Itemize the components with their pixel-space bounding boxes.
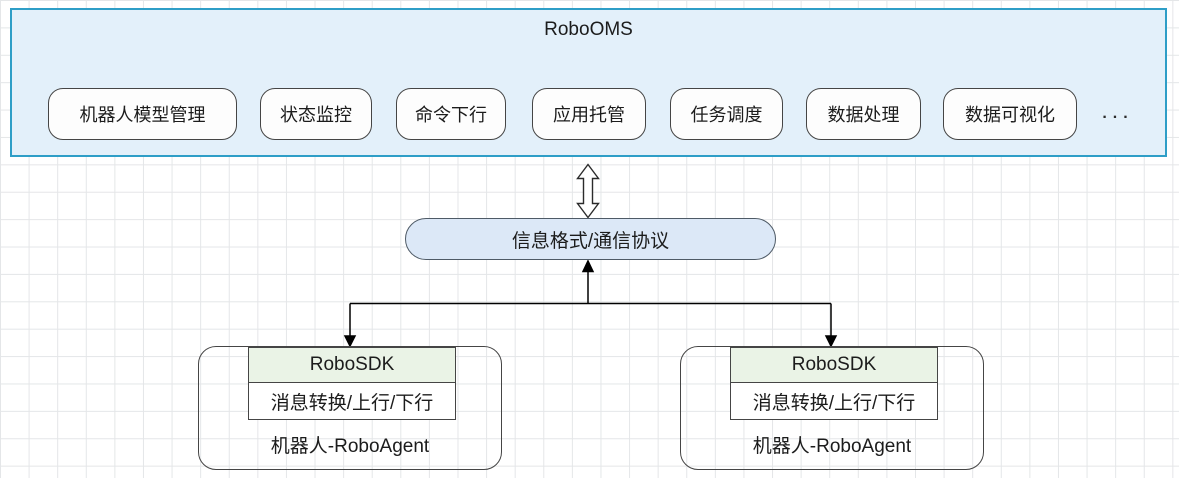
feature-robot-model-management[interactable]: 机器人模型管理 (48, 88, 237, 140)
feature-app-hosting[interactable]: 应用托管 (532, 88, 646, 140)
protocol-node[interactable]: 信息格式/通信协议 (405, 218, 776, 260)
robosdk-table-right[interactable]: RoboSDK 消息转换/上行/下行 (730, 347, 938, 420)
oms-container-node[interactable]: RoboOMS 机器人模型管理 状态监控 命令下行 应用托管 任务调度 数据处理… (10, 8, 1167, 157)
features-ellipsis: ... (1102, 105, 1134, 122)
feature-data-visualization[interactable]: 数据可视化 (943, 88, 1077, 140)
connector-up-arrowhead (581, 259, 595, 273)
feature-status-monitoring[interactable]: 状态监控 (260, 88, 372, 140)
robosdk-function-row: 消息转换/上行/下行 (730, 383, 938, 420)
feature-command-downlink[interactable]: 命令下行 (396, 88, 506, 140)
oms-title: RoboOMS (544, 19, 633, 40)
connector-left-arrowhead (343, 335, 357, 348)
agent-label: 机器人-RoboAgent (752, 436, 912, 457)
feature-task-scheduling[interactable]: 任务调度 (670, 88, 783, 140)
protocol-label: 信息格式/通信协议 (511, 230, 670, 252)
connector-right-arrowhead (824, 335, 838, 348)
robosdk-header: RoboSDK (730, 347, 938, 383)
robosdk-table-left[interactable]: RoboSDK 消息转换/上行/下行 (248, 347, 456, 420)
bidirectional-arrow-icon[interactable] (576, 163, 600, 219)
robosdk-function-row: 消息转换/上行/下行 (248, 383, 456, 420)
agent-node-left[interactable]: RoboSDK 消息转换/上行/下行 机器人-RoboAgent (198, 346, 502, 470)
agent-label: 机器人-RoboAgent (270, 436, 430, 457)
agent-node-right[interactable]: RoboSDK 消息转换/上行/下行 机器人-RoboAgent (680, 346, 984, 470)
connector-tree[interactable] (343, 259, 838, 348)
robosdk-header: RoboSDK (248, 347, 456, 383)
feature-data-processing[interactable]: 数据处理 (806, 88, 921, 140)
